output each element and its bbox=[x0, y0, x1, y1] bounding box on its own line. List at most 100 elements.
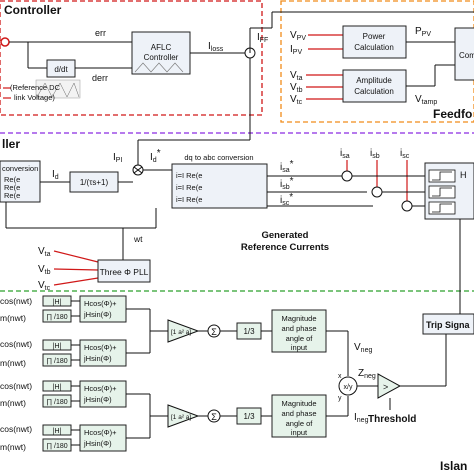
sum-junction-b bbox=[371, 186, 383, 198]
comparator-block bbox=[377, 373, 402, 399]
svg-text:jHsin(Φ): jHsin(Φ) bbox=[83, 395, 112, 404]
err-label: err bbox=[95, 28, 106, 38]
svg-text:m(nwt): m(nwt) bbox=[0, 398, 26, 408]
svg-text:Amplitude: Amplitude bbox=[356, 76, 392, 85]
svg-text:input: input bbox=[291, 428, 308, 437]
svg-text:Σ: Σ bbox=[211, 327, 217, 337]
lower-magnitude-block bbox=[271, 394, 327, 438]
p-pv-label: PPV bbox=[415, 26, 431, 38]
isa-label: isa bbox=[340, 148, 350, 160]
i-d-label: Id bbox=[52, 169, 59, 181]
generated-ref-label-2: Reference Currents bbox=[241, 242, 329, 253]
svg-text:Vta: Vta bbox=[290, 70, 303, 82]
upper-operator-gain bbox=[167, 319, 200, 343]
svg-text:>: > bbox=[383, 382, 388, 392]
svg-text:m(nwt): m(nwt) bbox=[0, 313, 26, 323]
power-calculation-block bbox=[342, 25, 407, 59]
svg-text:Calculation: Calculation bbox=[354, 43, 394, 52]
input-node bbox=[0, 37, 10, 47]
svg-text:i=IRe(e: i=IRe(e bbox=[176, 183, 202, 192]
svg-text:∏ /180: ∏ /180 bbox=[46, 443, 67, 450]
svg-text:Vtb: Vtb bbox=[290, 82, 303, 94]
ddt-label: d/dt bbox=[54, 65, 68, 74]
i-d-star-label: Id* bbox=[150, 148, 161, 164]
svg-text:∏ /180: ∏ /180 bbox=[46, 399, 67, 406]
svg-text:jHsin(Φ): jHsin(Φ) bbox=[83, 354, 112, 363]
isc-star-label: isc* bbox=[280, 192, 293, 207]
controller-section-title: Controller bbox=[4, 3, 62, 17]
svg-text:i=IRe(e: i=IRe(e bbox=[176, 195, 202, 204]
sum-junction-a bbox=[341, 170, 353, 182]
svg-text:|H|: |H| bbox=[53, 299, 62, 306]
svg-text:x/y: x/y bbox=[344, 384, 353, 391]
svg-text:Hcos(Φ)+: Hcos(Φ)+ bbox=[84, 428, 117, 437]
aflc-label-2: Controller bbox=[144, 53, 179, 62]
svg-text:H: H bbox=[460, 170, 467, 180]
reference-dc-text: (Reference DC bbox=[10, 83, 61, 92]
isb-label: isb bbox=[370, 148, 380, 160]
svg-text:and phase: and phase bbox=[281, 409, 316, 418]
feedforward-section-title: Feedfo bbox=[433, 107, 472, 121]
svg-text:1/(τs+1): 1/(τs+1) bbox=[80, 178, 109, 187]
svg-text:|H|: |H| bbox=[53, 384, 62, 391]
aflc-controller-block bbox=[131, 31, 191, 75]
reference-dc-text-2: link Voltage) bbox=[14, 93, 55, 102]
v-neg-label: Vneg bbox=[354, 342, 372, 354]
dq-to-abc-block bbox=[171, 163, 268, 209]
svg-text:Magnitude: Magnitude bbox=[281, 399, 316, 408]
svg-text:VPV: VPV bbox=[290, 30, 306, 42]
svg-text:angle of: angle of bbox=[286, 334, 314, 343]
derr-label: derr bbox=[92, 73, 108, 83]
svg-text:Calculation: Calculation bbox=[354, 87, 394, 96]
svg-text:[1 a² a]: [1 a² a] bbox=[171, 414, 191, 421]
svg-text:1/3: 1/3 bbox=[243, 327, 255, 336]
svg-text:Trip Signa: Trip Signa bbox=[426, 320, 471, 330]
i-pi-label: IPI bbox=[113, 152, 122, 164]
svg-text:Σ: Σ bbox=[211, 412, 217, 422]
svg-text:Vtc: Vtc bbox=[290, 94, 303, 106]
svg-text:Re(e: Re(e bbox=[4, 175, 20, 184]
three-phase-pll-block bbox=[97, 259, 151, 283]
svg-text:Hcos(Φ)+: Hcos(Φ)+ bbox=[84, 343, 117, 352]
z-neg-label: Zneg bbox=[358, 368, 376, 380]
svg-text:and phase: and phase bbox=[281, 324, 316, 333]
svg-text:∏ /180: ∏ /180 bbox=[46, 358, 67, 365]
i-neg-label: Ineg bbox=[354, 412, 369, 424]
svg-text:Power: Power bbox=[363, 32, 386, 41]
svg-text:jHsin(Φ): jHsin(Φ) bbox=[83, 439, 112, 448]
svg-text:jHsin(Φ): jHsin(Φ) bbox=[83, 310, 112, 319]
trip-signal-block bbox=[422, 313, 474, 335]
controller-section-border bbox=[0, 0, 263, 116]
svg-text:m(nwt): m(nwt) bbox=[0, 442, 26, 452]
threshold-label: Threshold bbox=[368, 414, 416, 425]
upper-magnitude-block bbox=[271, 309, 327, 353]
fuzzy-membership-icon bbox=[134, 62, 184, 73]
islanding-section-title: Islan bbox=[440, 459, 467, 473]
svg-text:∏ /180: ∏ /180 bbox=[46, 314, 67, 321]
svg-text:cos(nwt): cos(nwt) bbox=[0, 296, 32, 306]
comp-block bbox=[454, 27, 474, 81]
wt-label: wt bbox=[133, 234, 143, 244]
abc-to-dq-block bbox=[0, 160, 41, 203]
lower-operator-gain bbox=[167, 404, 200, 428]
svg-text:Re(e: Re(e bbox=[4, 191, 20, 200]
svg-text:input: input bbox=[291, 343, 308, 352]
generated-ref-label: Generated bbox=[262, 230, 309, 241]
sum-junction-c bbox=[401, 200, 413, 212]
svg-text:Magnitude: Magnitude bbox=[281, 314, 316, 323]
svg-text:Vtb: Vtb bbox=[38, 264, 51, 276]
isb-star-label: isb* bbox=[280, 176, 294, 191]
svg-text:cos(nwt): cos(nwt) bbox=[0, 381, 32, 391]
svg-text:dq to abc conversion: dq to abc conversion bbox=[184, 153, 253, 162]
svg-text:|H|: |H| bbox=[53, 428, 62, 435]
isa-star-label: isa* bbox=[280, 159, 294, 174]
lower-harmonic-group: cos(nwt) m(nwt) cos(nwt) m(nwt) |H| ∏ /1… bbox=[0, 380, 168, 452]
svg-text:Vtc: Vtc bbox=[38, 280, 51, 292]
svg-text:conversion: conversion bbox=[2, 164, 38, 173]
svg-text:angle of: angle of bbox=[286, 419, 314, 428]
svg-text:Hcos(Φ)+: Hcos(Φ)+ bbox=[84, 299, 117, 308]
svg-text:[1 a² a]: [1 a² a] bbox=[171, 329, 191, 336]
svg-text:Re(e: Re(e bbox=[4, 183, 20, 192]
svg-text:cos(nwt): cos(nwt) bbox=[0, 339, 32, 349]
svg-text:|H|: |H| bbox=[53, 343, 62, 350]
